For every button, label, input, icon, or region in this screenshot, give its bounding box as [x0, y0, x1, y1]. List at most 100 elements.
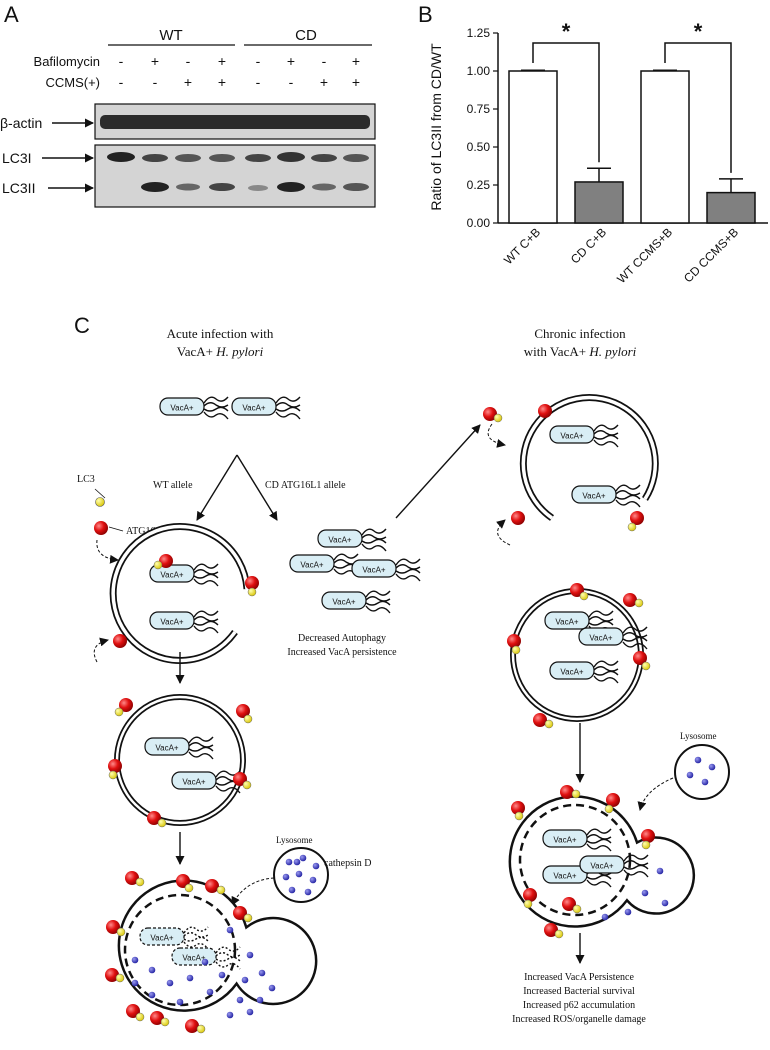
bacterium-label: VacA+ — [553, 836, 577, 845]
atg16-protein — [630, 511, 644, 525]
bacterium-label: VacA+ — [332, 598, 356, 607]
lc3-protein — [135, 877, 145, 887]
bacterium-label: VacA+ — [560, 432, 584, 441]
lc3-protein — [514, 811, 524, 821]
cathepsin-d — [295, 870, 303, 878]
cathepsin-d — [131, 979, 139, 987]
cd-bacterium-2: VacA+ — [289, 553, 359, 577]
lane-sign: - — [119, 74, 124, 90]
cd-phagophore-bacterium-1: VacA+ — [549, 424, 619, 448]
atg16-protein — [633, 651, 647, 665]
panel-a: A WT CD Bafilomycin CCMS(+) -+-+-+-+--++… — [0, 2, 376, 208]
lc3-protein — [544, 719, 554, 729]
cathepsin-d — [131, 956, 139, 964]
cd-autophagosome-bacterium-3: VacA+ — [549, 660, 619, 684]
lc3-protein — [114, 707, 124, 717]
band-lc3ii-7 — [312, 183, 336, 191]
lc3-protein — [116, 927, 126, 937]
chronic-title-line2: with VacA+ H. pylori — [524, 344, 637, 359]
panel-b: B Ratio of LC3II from CD/WT 0.000.250.50… — [418, 2, 768, 286]
band-lc3ii-3 — [176, 183, 200, 191]
significance-bracket — [532, 42, 600, 163]
acute-title-line2: VacA+ H. pylori — [177, 344, 264, 359]
lane-sign: - — [322, 53, 327, 69]
cathepsin-d — [226, 1011, 234, 1019]
atg16-protein — [523, 888, 537, 902]
atg16-protein — [623, 593, 637, 607]
cd-result-line1: Decreased Autophagy — [298, 633, 386, 644]
cathepsin-d — [641, 889, 649, 897]
cd-phagophore-proteins — [483, 404, 644, 532]
atg16-protein — [483, 407, 497, 421]
atg16-protein — [538, 404, 552, 418]
lane-sign: - — [153, 74, 158, 90]
y-tick-label: 0.25 — [467, 178, 491, 192]
atg16-protein — [245, 576, 259, 590]
cd-autolysosome-contents — [511, 785, 669, 939]
wt-phagophore-bacterium-1: VacA+ — [149, 563, 219, 587]
blot-lc3 — [94, 144, 376, 208]
cathepsin-d — [701, 778, 709, 786]
atg16-protein — [205, 879, 219, 893]
cathepsin-d — [708, 763, 716, 771]
cathepsin-d — [309, 876, 317, 884]
lc3-leader — [94, 488, 106, 499]
lc3-protein — [493, 413, 503, 423]
atg16-protein — [233, 772, 247, 786]
atg16-protein — [105, 968, 119, 982]
cathepsin-d — [201, 958, 209, 966]
cd-autolysosome-bacterium-3: VacA+ — [579, 854, 649, 878]
cd-autolysosome-bacterium-2: VacA+ — [542, 864, 612, 888]
atg16-protein — [236, 704, 250, 718]
arrow-to-cd — [236, 454, 278, 521]
bacterium-top-2: VacA+ — [231, 396, 301, 420]
wt-autolysosome-contents — [105, 871, 276, 1034]
lc3-protein — [153, 560, 163, 570]
lc3-recruit-arrow — [93, 637, 109, 663]
atg16-protein — [113, 634, 127, 648]
atg16-protein — [544, 923, 558, 937]
lysosome-left-label: Lysosome — [276, 835, 313, 845]
cathepsin-d — [601, 913, 609, 921]
panel-a-letter: A — [4, 2, 19, 27]
cathepsin-d — [241, 976, 249, 984]
lysosome-right — [674, 744, 730, 800]
group-label-cd: CD — [295, 27, 317, 44]
cathepsin-d — [246, 951, 254, 959]
bar-1 — [508, 70, 558, 224]
band-lc3i-1 — [107, 152, 135, 162]
cd-bacterium-3: VacA+ — [351, 558, 421, 582]
lc3-protein — [554, 929, 564, 939]
bacterium-label: VacA+ — [182, 954, 206, 963]
y-tick-label: 0.00 — [467, 216, 491, 230]
bacterium-label: VacA+ — [582, 492, 606, 501]
bacterium-label: VacA+ — [553, 872, 577, 881]
degraded-bacterium-1: VacA+ — [139, 926, 209, 950]
lysosome-right-label: Lysosome — [680, 731, 717, 741]
lane-signs: -+-+-+-+--++--++ — [119, 53, 360, 90]
bar-2 — [574, 181, 624, 224]
lc3-protein — [216, 885, 226, 895]
lc3-protein — [247, 587, 257, 597]
outcome-1: Increased VacA Persistence — [524, 972, 634, 983]
cd-autophagosome-proteins — [507, 583, 651, 729]
bacterium-label: VacA+ — [555, 618, 579, 627]
cathepsin-d — [293, 858, 301, 866]
y-tick-label: 0.75 — [467, 102, 491, 116]
lc3-protein — [184, 883, 194, 893]
row-label-ccms: CCMS(+) — [45, 75, 100, 90]
lane-sign: + — [320, 74, 328, 90]
band-lc3i-6 — [277, 152, 305, 162]
band-lc3i-8 — [343, 154, 369, 162]
lane-sign: - — [186, 53, 191, 69]
band-lc3ii-5 — [248, 185, 268, 191]
atg16-protein — [606, 793, 620, 807]
cathepsin-d — [304, 888, 312, 896]
atg16-legend-icon — [94, 521, 108, 535]
lc3-protein — [641, 661, 651, 671]
cd-allele-label: CD ATG16L1 allele — [265, 480, 346, 491]
cathepsin-d — [206, 988, 214, 996]
bacterium-label: VacA+ — [590, 862, 614, 871]
cd-result-line2: Increased VacA persistence — [287, 647, 397, 658]
lc3-protein — [135, 1012, 145, 1022]
